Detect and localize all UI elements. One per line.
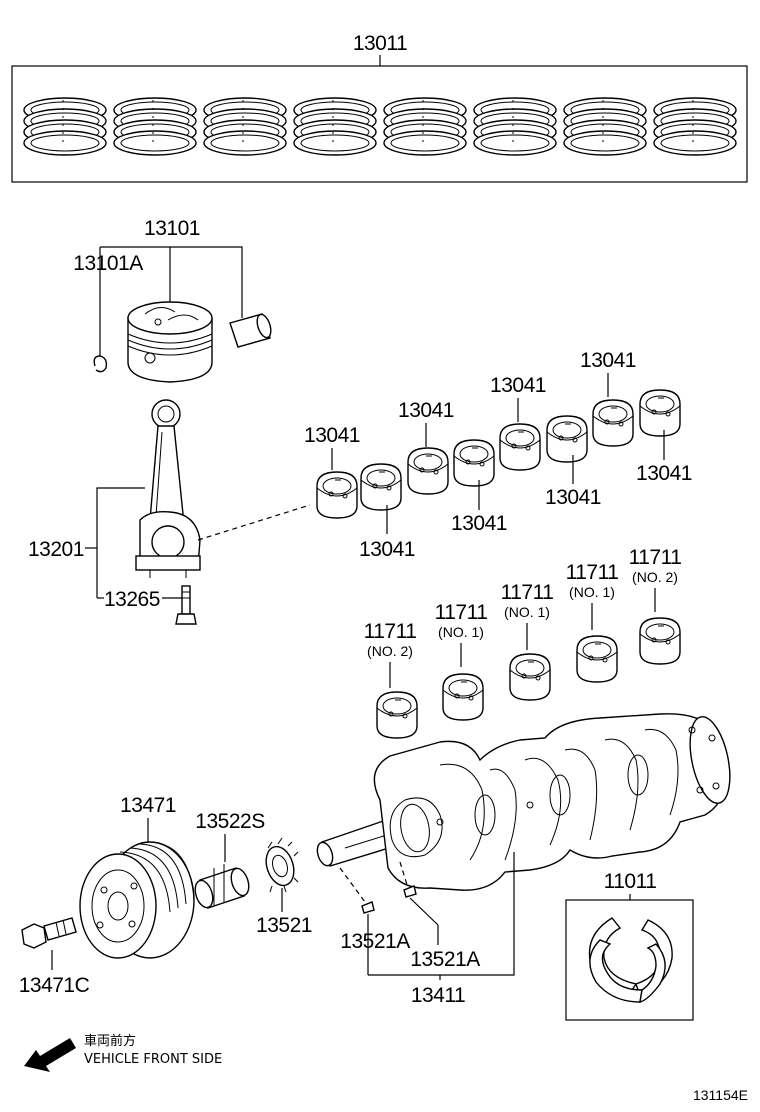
bearing-variant-no1: (NO. 1) — [504, 604, 550, 620]
main-bearings — [376, 617, 681, 739]
thrust-washer-group: 11011 — [565, 870, 694, 1021]
part-label-13471[interactable]: 13471 — [120, 794, 176, 817]
main-bearing — [442, 673, 484, 721]
part-label-13041[interactable]: 13041 — [545, 486, 601, 509]
connecting-rod-bearing — [316, 471, 358, 519]
connecting-rod-group: 13201 13265 — [28, 399, 311, 625]
part-label-13011[interactable]: 13011 — [353, 32, 408, 55]
thrust-washers — [588, 917, 673, 1003]
main-bearing-labels: 11711 (NO. 2) 11711 (NO. 1) 11711 (NO. 1… — [364, 546, 682, 688]
part-label-13041[interactable]: 13041 — [490, 374, 546, 397]
part-label-13041[interactable]: 13041 — [580, 349, 636, 372]
part-label-11711[interactable]: 11711 — [501, 581, 554, 604]
part-label-13041[interactable]: 13041 — [359, 538, 415, 561]
part-label-13101A[interactable]: 13101A — [73, 252, 143, 275]
piston-ring-set — [113, 97, 197, 156]
bearing-variant-no1: (NO. 1) — [569, 584, 615, 600]
connecting-rod-bearing — [360, 463, 402, 511]
connecting-rod-bearings — [316, 389, 681, 519]
ring-set-frame — [11, 65, 748, 183]
part-label-11011[interactable]: 11011 — [604, 870, 657, 893]
sprockets-group: 13522S 13521 — [194, 810, 312, 937]
crankshaft — [316, 713, 731, 891]
part-label-13041[interactable]: 13041 — [304, 424, 360, 447]
part-label-13201[interactable]: 13201 — [28, 538, 84, 561]
main-bearing — [376, 691, 418, 739]
part-label-11711[interactable]: 11711 — [566, 561, 619, 584]
part-label-13041[interactable]: 13041 — [451, 512, 507, 535]
main-bearing — [509, 653, 551, 701]
part-label-11711[interactable]: 11711 — [629, 546, 682, 569]
ring-set-group: 13011 — [11, 32, 748, 183]
piston-group: 13101 13101A — [73, 217, 272, 383]
timing-sprocket-s — [194, 864, 250, 909]
piston-ring-set — [203, 97, 287, 156]
direction-label-jp: 車両前方 — [84, 1033, 136, 1049]
front-arrow-icon — [24, 1038, 76, 1072]
bearing-variant-no1: (NO. 1) — [438, 624, 484, 640]
connecting-rod-bearing — [639, 389, 681, 437]
connecting-rod-bearing — [407, 447, 449, 495]
piston-ring-set — [563, 97, 647, 156]
part-label-13471C[interactable]: 13471C — [19, 974, 90, 997]
crankshaft-key — [403, 885, 417, 898]
part-label-13521[interactable]: 13521 — [256, 914, 312, 937]
piston-pin-clip — [93, 355, 108, 373]
thrust-washer-frame — [565, 899, 694, 1021]
connecting-rod-bearing — [453, 439, 495, 487]
part-label-13101[interactable]: 13101 — [144, 217, 200, 240]
piston — [127, 301, 213, 383]
direction-label-en: VEHICLE FRONT SIDE — [84, 1052, 222, 1067]
part-label-13041[interactable]: 13041 — [398, 399, 454, 422]
piston-ring-set — [383, 97, 467, 156]
main-bearing — [576, 635, 618, 683]
crank-pulley — [79, 841, 195, 959]
timing-sprocket — [265, 837, 299, 893]
vehicle-front-indicator: 車両前方 VEHICLE FRONT SIDE — [24, 1033, 222, 1072]
part-label-13265[interactable]: 13265 — [104, 588, 160, 611]
part-label-13411[interactable]: 13411 — [411, 984, 466, 1007]
part-label-13521A[interactable]: 13521A — [340, 930, 410, 953]
part-label-11711[interactable]: 11711 — [364, 620, 417, 643]
rod-bolt — [175, 585, 197, 625]
rod-bearing-labels: 13041 13041 13041 13041 13041 13041 1304… — [304, 349, 692, 561]
crankshaft-keys-group: 13521A 13521A 13411 — [339, 852, 515, 1007]
piston-ring-set — [293, 97, 377, 156]
crank-pulley-group: 13471 13471C — [19, 794, 195, 997]
piston-ring-set — [23, 97, 107, 156]
bearing-variant-no2: (NO. 2) — [632, 569, 678, 585]
connecting-rod-bearing — [499, 423, 541, 471]
connecting-rod — [135, 399, 201, 578]
piston-ring-set — [473, 97, 557, 156]
diagram-id: 131154E — [693, 1087, 748, 1103]
piston-ring-set — [653, 97, 737, 156]
bearing-variant-no2: (NO. 2) — [367, 643, 413, 659]
part-label-13521A[interactable]: 13521A — [410, 948, 480, 971]
piston-ring-sets — [23, 97, 737, 156]
part-label-13041[interactable]: 13041 — [636, 462, 692, 485]
connecting-rod-bearing — [592, 399, 634, 447]
part-label-13522S[interactable]: 13522S — [195, 810, 265, 833]
connecting-rod-bearing — [546, 415, 588, 463]
part-label-11711[interactable]: 11711 — [435, 601, 488, 624]
piston-pin — [229, 313, 272, 348]
crankshaft-key — [361, 901, 375, 914]
pulley-bolt — [21, 917, 77, 949]
main-bearing — [639, 617, 681, 665]
